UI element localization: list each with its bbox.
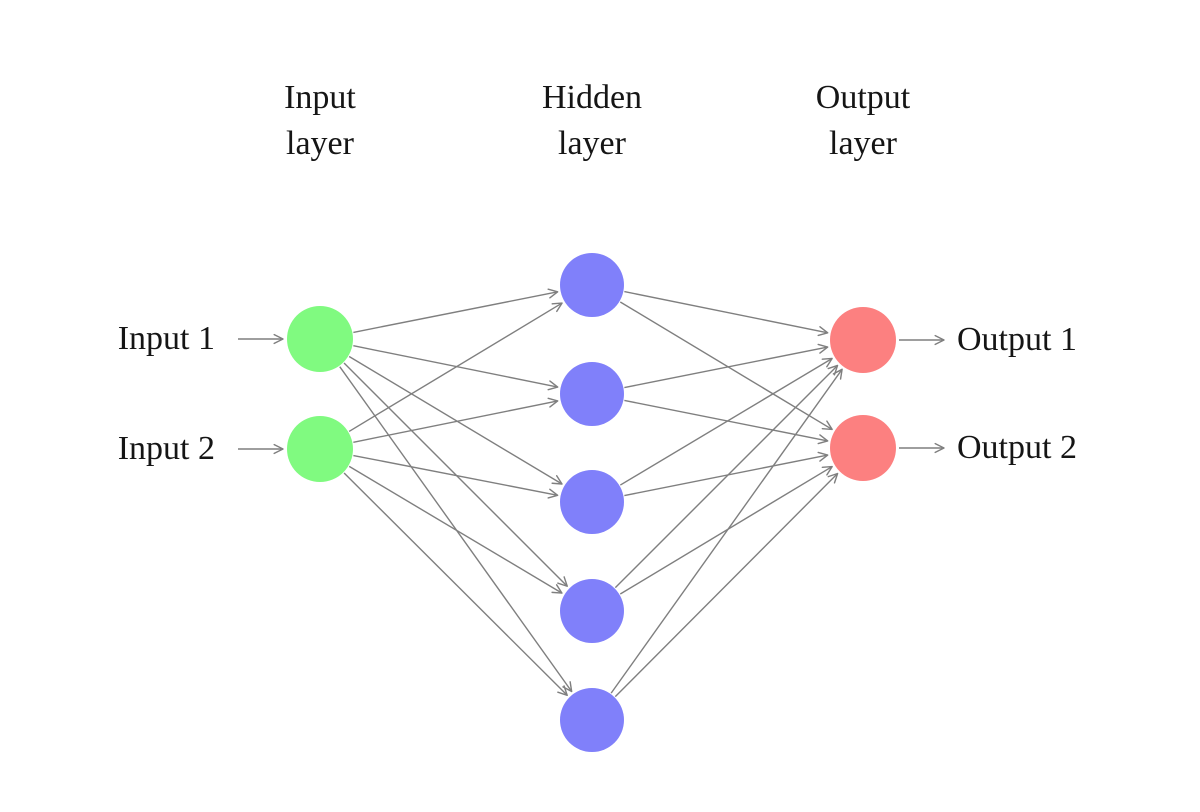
hidden-node-4: [560, 579, 624, 643]
hidden-node-2: [560, 362, 624, 426]
output-2-label: Output 2: [957, 429, 1077, 466]
edge-hidden5-output1: [610, 368, 843, 694]
edge-input1-hidden1: [353, 288, 559, 334]
edge-hidden1-output2: [619, 301, 833, 431]
output-1-label: Output 1: [957, 321, 1077, 358]
edge-input1-hidden3: [348, 355, 563, 485]
hidden-node-1: [560, 253, 624, 317]
output-layer-header-line2: layer: [829, 125, 897, 162]
hidden-node-3: [560, 470, 624, 534]
edge-hidden4-output2: [619, 465, 833, 595]
edge-hidden3-output1: [619, 357, 833, 486]
input-layer-header-line2: layer: [286, 125, 354, 162]
output-node-1: [830, 307, 896, 373]
edge-hidden3-output2: [624, 451, 829, 497]
hidden-layer-header-line1: Hidden: [541, 79, 643, 116]
hidden-node-5: [560, 688, 624, 752]
output-layer-header: Output layer: [816, 75, 910, 167]
edge-hidden2-output1: [624, 343, 829, 389]
edge-input2-hidden5: [343, 472, 568, 697]
edge-hidden1-output1: [624, 290, 829, 337]
edge-input2-hidden4: [348, 465, 563, 594]
output-layer-header-line1: Output: [815, 79, 911, 116]
input-2-label: Input 2: [117, 430, 215, 467]
edge-hidden5-output2: [614, 472, 839, 698]
edge-hidden2-output2: [624, 399, 829, 445]
edge-hidden4-output1: [614, 364, 839, 589]
edge-input2-hidden3: [353, 454, 559, 499]
edge-input1-hidden2: [353, 345, 559, 391]
input-layer-header-line1: Input: [284, 79, 356, 116]
input-layer-header: Input layer: [284, 75, 356, 167]
input-node-2: [287, 416, 353, 482]
hidden-layer-header: Hidden layer: [542, 75, 642, 167]
edge-input1-hidden4: [343, 362, 568, 587]
input-1-label: Input 1: [117, 320, 215, 357]
edge-input2-hidden2: [353, 397, 559, 443]
edge-input2-hidden1: [348, 302, 563, 433]
hidden-layer-header-line2: layer: [558, 125, 626, 162]
input-node-1: [287, 306, 353, 372]
output-node-2: [830, 415, 896, 481]
